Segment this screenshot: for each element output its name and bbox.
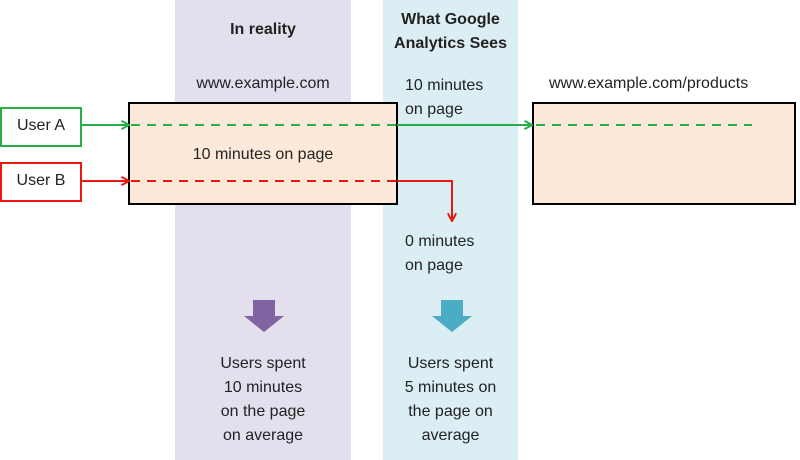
reality-box-text: 10 minutes on page <box>192 146 334 163</box>
destination-page-url: www.example.com/products <box>549 75 749 92</box>
ga-down-arrow <box>432 300 472 332</box>
ga-summary: Users spent 5 minutes on the page on ave… <box>404 355 497 444</box>
user-b-label: User B <box>16 172 66 189</box>
reality-page-url: www.example.com <box>196 75 330 92</box>
reality-page-box <box>128 102 398 205</box>
user-a-label: User A <box>16 117 65 134</box>
ga-heading: What Google Analytics Sees <box>394 11 507 52</box>
ga-user-a-time: 10 minutes on page <box>405 77 484 118</box>
ga-user-b-time: 0 minutes on page <box>405 233 475 274</box>
reality-column <box>175 0 351 460</box>
products-page-box <box>532 102 796 205</box>
reality-heading: In reality <box>230 21 296 38</box>
reality-summary: Users spent 10 minutes on the page on av… <box>220 355 306 444</box>
user-a-box <box>0 107 82 147</box>
reality-down-arrow <box>244 300 284 332</box>
ga-column <box>383 0 518 460</box>
user-b-box <box>0 162 82 202</box>
user-b-exit-arrow <box>397 180 452 220</box>
